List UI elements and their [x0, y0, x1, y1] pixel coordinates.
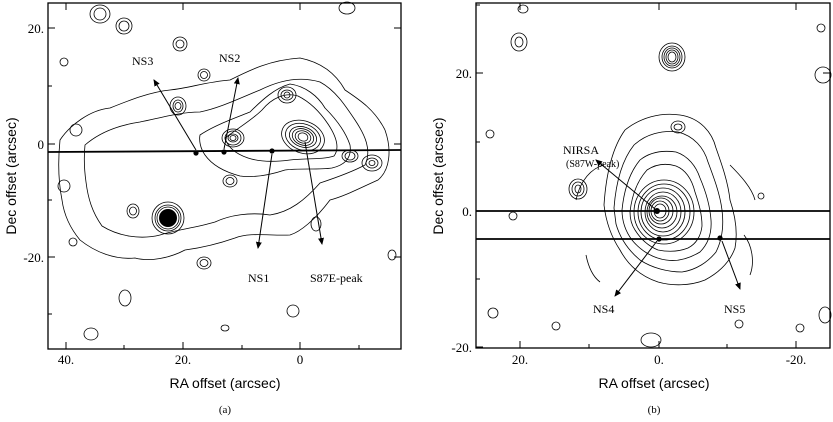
- panel-a-ticks: [48, 3, 401, 349]
- panel-b-xlabel: RA offset (arcsec): [598, 375, 709, 391]
- panel-a-marker-ns3: [193, 150, 199, 156]
- panel-a-xtick-2: 0: [297, 352, 304, 367]
- panel-a-ytick-2: -20.: [23, 250, 44, 265]
- annotation-nirsa: NIRSA: [563, 143, 599, 157]
- panel-b-marker-nirsa: [654, 208, 660, 214]
- panel-b-ytick-2: -20.: [451, 340, 472, 355]
- panel-b-xtick-0: 20.: [512, 352, 528, 367]
- panel-a-ytick-0: 20.: [28, 21, 44, 36]
- panel-b-marker-ns4: [656, 236, 662, 242]
- panel-b-xtick-1: 0.: [654, 352, 664, 367]
- annotation-ns5: NS5: [724, 302, 745, 316]
- panel-b-arrow-ns4: [614, 240, 658, 297]
- panel-b-xtick-2: -20.: [786, 352, 807, 367]
- panel-a-arrow-ns1: [255, 153, 273, 249]
- panel-b-arrow-ns5: [721, 240, 741, 290]
- annotation-ns4: NS4: [593, 302, 614, 316]
- panel-b-ticks: [476, 3, 830, 348]
- panel-a-ytick-1: 0: [38, 137, 45, 152]
- panel-a-xtick-1: 20.: [175, 352, 191, 367]
- annotation-s87w-peak: (S87W-peak): [566, 159, 619, 170]
- panel-a-arrow-ns3: [153, 79, 197, 151]
- panel-a-label: (a): [219, 404, 232, 416]
- panel-b-label: (b): [648, 404, 661, 416]
- panel-b-ytick-1: 0.: [462, 204, 472, 219]
- panel-b-contours: [485, 4, 832, 348]
- panel-b-arrow-nirsa: [595, 159, 656, 210]
- panel-b-ytick-0: 20.: [456, 66, 472, 81]
- annotation-ns2: NS2: [219, 51, 240, 65]
- annotation-ns1: NS1: [248, 271, 269, 285]
- panel-a-arrow-s87e: [304, 141, 324, 245]
- panel-b: NIRSA (S87W-peak) NS4 NS5 20. 0. -20. 20…: [430, 2, 832, 416]
- panel-a-marker-ns2: [221, 149, 227, 155]
- panel-a-contours: [57, 1, 397, 341]
- panel-a-frame: [47, 2, 402, 350]
- panel-a-arrow-ns2: [223, 77, 240, 150]
- panel-a-xtick-0: 40.: [58, 352, 74, 367]
- panel-a-xlabel: RA offset (arcsec): [169, 375, 280, 391]
- annotation-ns3: NS3: [132, 54, 153, 68]
- panel-a: NS3 NS2 NS1 S87E-peak 20. 0 -20. 40. 20.…: [3, 1, 402, 416]
- panel-a-ylabel: Dec offset (arcsec): [3, 117, 19, 234]
- annotation-s87e-peak: S87E-peak: [310, 271, 363, 285]
- panel-b-ylabel: Dec offset (arcsec): [430, 117, 446, 234]
- panel-a-marker-ns1: [269, 148, 275, 154]
- panel-b-marker-ns5: [717, 235, 723, 241]
- panel-b-frame: [475, 2, 831, 349]
